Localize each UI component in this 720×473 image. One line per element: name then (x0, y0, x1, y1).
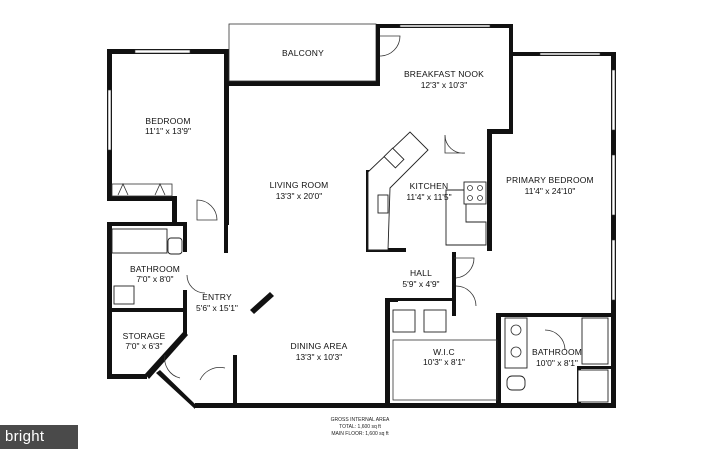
wic-name: W.I.C (433, 347, 455, 357)
hall-dim: 5'9" x 4'9" (402, 279, 439, 289)
closets (111, 183, 173, 197)
primary-bedroom-dim: 11'4" x 24'10" (525, 186, 576, 196)
area-summary-title: GROSS INTERNAL AREA (331, 417, 390, 423)
bathroom-right-name: BATHROOM (532, 347, 582, 357)
balcony-name: BALCONY (282, 48, 324, 58)
living-room-name: LIVING ROOM (270, 180, 329, 190)
bathroom-right-dim: 10'0" x 8'1" (536, 358, 578, 368)
bright-mls-logo: bright MLS (0, 425, 78, 469)
bathroom-left-name: BATHROOM (130, 264, 180, 274)
kitchen-dim: 11'4" x 11'5" (406, 192, 451, 202)
dining-area-dim: 13'3" x 10'3" (296, 352, 343, 362)
area-summary-main-floor: MAIN FLOOR: 1,600 sq ft (331, 431, 389, 437)
storage-name: STORAGE (123, 331, 166, 341)
breakfast-nook-dim: 12'3" x 10'3" (421, 80, 468, 90)
storage-dim: 7'0" x 6'3" (125, 341, 162, 351)
bedroom-dim: 11'1" x 13'9" (145, 126, 191, 136)
primary-bedroom-name: PRIMARY BEDROOM (506, 175, 594, 185)
area-summary: GROSS INTERNAL AREA TOTAL: 1,600 sq ft M… (331, 417, 390, 437)
doors (164, 35, 566, 381)
wic-dim: 10'3" x 8'1" (423, 357, 465, 367)
dining-area-name: DINING AREA (291, 341, 348, 351)
breakfast-nook-name: BREAKFAST NOOK (404, 69, 484, 79)
kitchen-name: KITCHEN (410, 181, 449, 191)
bathroom-left-dim: 7'0" x 8'0" (136, 274, 173, 284)
entry-dim: 5'6" x 15'1" (196, 303, 238, 313)
hall-name: HALL (410, 268, 432, 278)
windows (107, 24, 616, 301)
entry-name: ENTRY (202, 292, 232, 302)
bedroom-name: BEDROOM (145, 116, 190, 126)
kitchen-counters (367, 131, 487, 251)
room-labels: BALCONY BREAKFAST NOOK 12'3" x 10'3" BED… (123, 48, 594, 368)
living-room-dim: 13'3" x 20'0" (276, 191, 323, 201)
bathroom-fixtures (111, 228, 609, 403)
floor-plan: BALCONY BREAKFAST NOOK 12'3" x 10'3" BED… (107, 23, 616, 437)
area-summary-total: TOTAL: 1,600 sq ft (339, 424, 381, 430)
